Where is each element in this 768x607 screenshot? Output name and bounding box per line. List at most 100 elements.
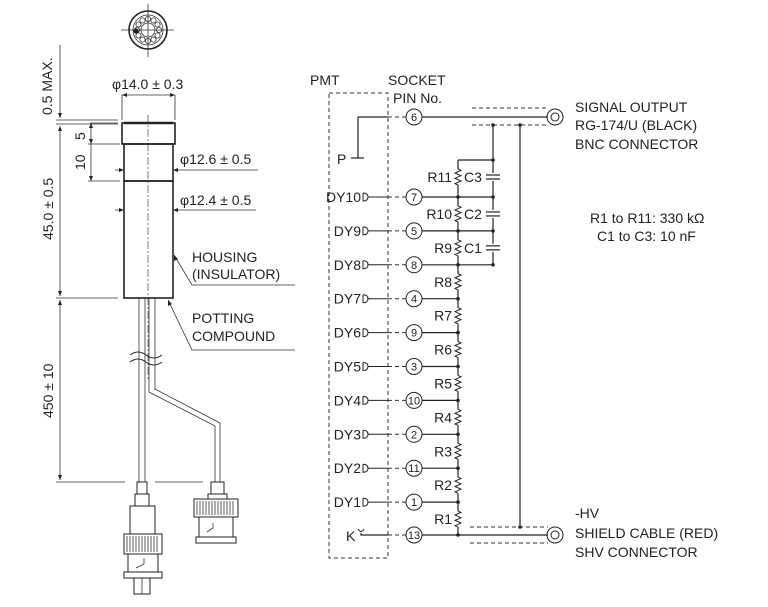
socket-pin: 8 xyxy=(405,256,423,274)
signal-output-line3: BNC CONNECTOR xyxy=(575,136,698,152)
capacitor-c2: C2 xyxy=(464,206,500,222)
signal-output-line2: RG-174/U (BLACK) xyxy=(575,117,697,133)
hv-output-line2: SHIELD CABLE (RED) xyxy=(575,525,718,541)
anode-label: P xyxy=(337,151,346,167)
socket-end-view xyxy=(121,4,174,57)
socket-pin-anode: 6 xyxy=(405,108,423,126)
socket-pin-hole xyxy=(150,17,157,24)
bnc-connector xyxy=(193,481,239,544)
dim-neck-height: 10 xyxy=(72,154,88,170)
svg-text:R3: R3 xyxy=(434,443,452,459)
mechanical-drawing: 0.5 MAX. φ14.0 ± 0.3 5 10 φ12.6 ± 0 xyxy=(39,4,295,595)
capacitor-c3: C3 xyxy=(464,169,500,185)
svg-text:4: 4 xyxy=(411,294,417,306)
dim-neck-diameter: φ12.6 ± 0.5 xyxy=(180,151,251,167)
socket-pin: 9 xyxy=(405,324,423,342)
pmt-label: PMT xyxy=(310,72,340,88)
socket-pin: 1 xyxy=(405,493,423,511)
hv-output-line1: -HV xyxy=(575,505,600,521)
dynode-row-dy2: DY2 11 xyxy=(334,459,460,477)
socket-pin: 7 xyxy=(405,188,423,206)
svg-text:7: 7 xyxy=(411,192,417,204)
dynode-label: DY9 xyxy=(334,223,361,239)
svg-text:R1: R1 xyxy=(434,511,452,527)
socket-label-line1: SOCKET xyxy=(388,72,446,88)
notes-line2: C1 to C3: 10 nF xyxy=(597,228,696,244)
svg-text:C1: C1 xyxy=(464,240,482,256)
resistor-r5: R5 xyxy=(434,374,463,392)
resistor-r9: R9 xyxy=(434,239,463,257)
dim-body-diameter: φ12.4 ± 0.5 xyxy=(180,192,251,208)
socket-label-line2: PIN No. xyxy=(393,90,442,106)
svg-text:C3: C3 xyxy=(464,169,482,185)
pmt-boundary xyxy=(328,92,389,559)
dim-top-gap: 0.5 MAX. xyxy=(39,57,55,115)
dynode-label: DY2 xyxy=(334,460,361,476)
socket-pin: 10 xyxy=(405,391,423,409)
svg-text:1: 1 xyxy=(411,497,417,509)
dynode-row-dy7: DY7 4 xyxy=(334,290,460,308)
svg-text:11: 11 xyxy=(408,463,419,475)
dynode-row-dy5: DY5 3 xyxy=(334,358,460,375)
resistor-r7: R7 xyxy=(434,307,463,325)
svg-text:10: 10 xyxy=(408,395,420,407)
svg-text:R2: R2 xyxy=(434,477,452,493)
socket-pin-hole xyxy=(154,21,161,28)
resistor-r10: R10 xyxy=(426,205,463,223)
resistor-r11: R11 xyxy=(427,168,463,186)
dynode-label: DY3 xyxy=(334,426,361,442)
svg-text:C2: C2 xyxy=(464,206,482,222)
socket-pin-hole xyxy=(144,38,151,45)
svg-text:6: 6 xyxy=(411,112,417,124)
svg-text:R11: R11 xyxy=(427,169,452,185)
dim-cap-height: 5 xyxy=(72,132,88,140)
socket-pin: 2 xyxy=(405,425,423,443)
svg-text:R5: R5 xyxy=(434,375,452,391)
output-cables xyxy=(129,298,221,482)
dynode-row-dy6: DY6 9 xyxy=(334,324,460,342)
dynode-label: DY6 xyxy=(334,325,361,341)
dynode-row-dy8: DY8 8 xyxy=(334,256,495,274)
label-housing-line1: HOUSING xyxy=(192,249,257,265)
resistor-r3: R3 xyxy=(434,442,463,460)
notes-line1: R1 to R11: 330 kΩ xyxy=(590,210,705,226)
dim-body-length: 45.0 ± 0.5 xyxy=(40,178,56,240)
label-housing-line2: (INSULATOR) xyxy=(192,266,280,282)
dim-outer-diameter: φ14.0 ± 0.3 xyxy=(112,76,183,92)
svg-text:5: 5 xyxy=(411,226,417,238)
cathode-label: K xyxy=(346,528,356,544)
signal-output-line1: SIGNAL OUTPUT xyxy=(575,99,688,115)
socket-pin-hole xyxy=(155,26,162,33)
socket-pin: 3 xyxy=(405,358,423,375)
resistor-r8: R8 xyxy=(434,273,463,291)
dynode-row-dy3: DY3 2 xyxy=(334,425,460,443)
svg-text:3: 3 xyxy=(411,362,417,374)
resistor-r1: R1 xyxy=(434,510,463,528)
resistor-r2: R2 xyxy=(434,476,463,494)
dynode-row-dy9: DY9 5 xyxy=(334,222,495,240)
dynode-label: DY7 xyxy=(334,291,361,307)
dynode-label: DY8 xyxy=(334,257,361,273)
socket-pin-hole xyxy=(144,15,151,22)
socket-pin-hole xyxy=(135,32,142,39)
socket-pin: 11 xyxy=(405,459,423,477)
svg-text:R9: R9 xyxy=(434,240,452,256)
resistor-r4: R4 xyxy=(434,408,463,426)
label-potting-line2: COMPOUND xyxy=(192,328,275,344)
dim-cable-length: 450 ± 10 xyxy=(40,363,56,418)
socket-pin-cathode: 13 xyxy=(405,526,423,544)
socket-pin-hole xyxy=(139,17,146,24)
label-potting-line1: POTTING xyxy=(192,310,254,326)
dynode-label: DY5 xyxy=(334,359,361,375)
pmt-housing xyxy=(121,115,176,380)
hv-output-line3: SHV CONNECTOR xyxy=(575,544,698,560)
socket-pin: 4 xyxy=(405,290,423,308)
svg-text:2: 2 xyxy=(411,429,417,441)
svg-text:8: 8 xyxy=(411,260,417,272)
svg-text:R10: R10 xyxy=(426,206,452,222)
